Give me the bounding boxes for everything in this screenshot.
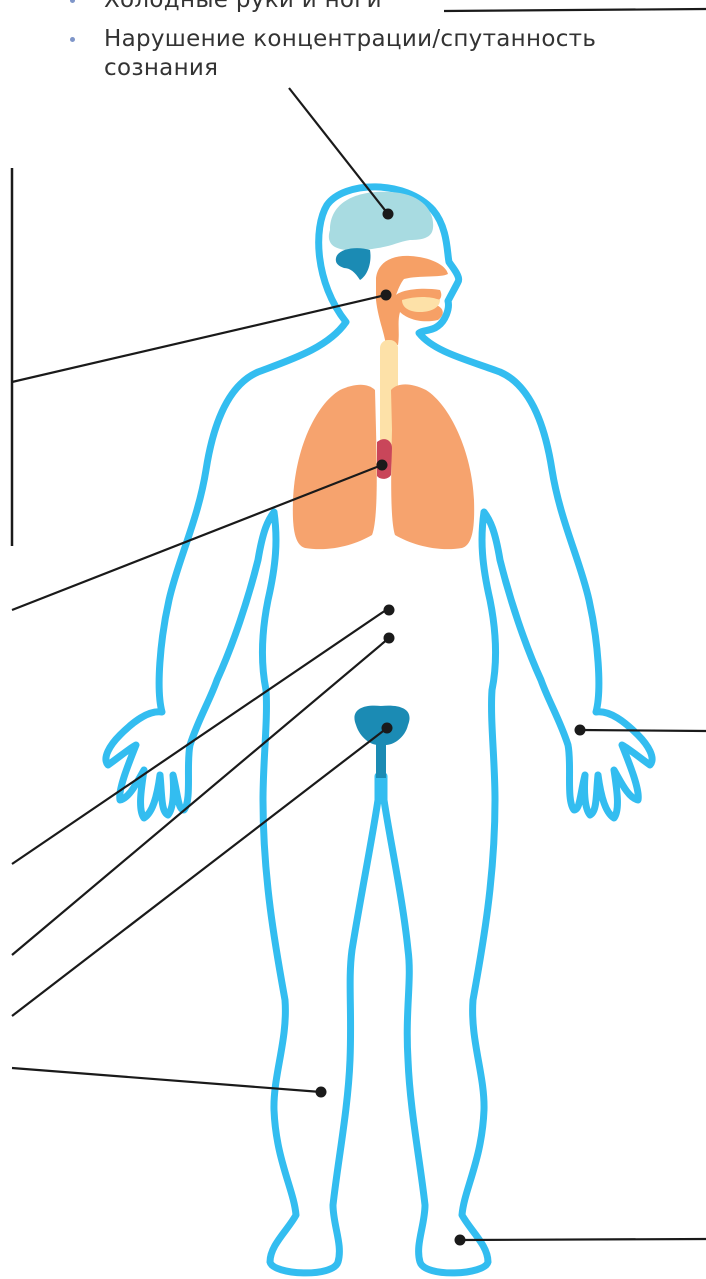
dot-leg [316,1087,327,1098]
leader-line-foot [460,1239,706,1240]
right-lung-shape [391,384,474,549]
leader-lines [12,9,706,1240]
dot-heart [377,460,388,471]
left-lung-shape [293,385,377,549]
dot-abdomen-2 [384,633,395,644]
brain-shape [329,192,433,251]
dot-bladder [382,723,393,734]
dot-brain [383,209,394,220]
leader-dots [316,209,586,1246]
heart-shape [377,439,392,479]
dot-foot [455,1235,466,1246]
dot-abdomen-1 [384,605,395,616]
cerebellum-shape [336,248,371,280]
leader-line-hand [580,730,706,731]
leader-line-bladder [12,728,387,1016]
dot-hand [575,725,586,736]
leader-line-abdomen-2 [12,638,389,955]
leader-line-abdomen-1 [12,610,386,864]
dot-airway [381,290,392,301]
bladder-shape [354,706,409,745]
leader-line-top-right [444,9,706,11]
urethra-shape [376,742,386,778]
